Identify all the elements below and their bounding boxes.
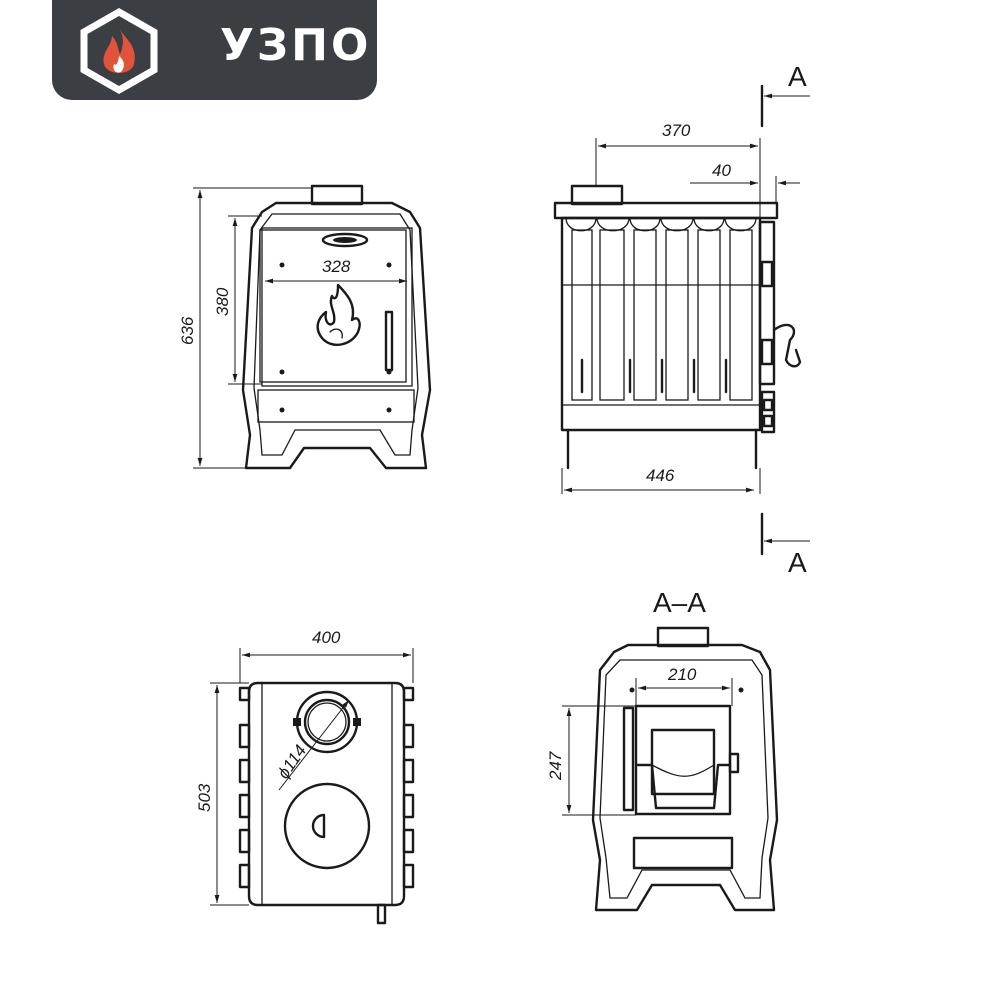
dim-side-offset: 40 <box>712 161 731 180</box>
dim-top-depth: 503 <box>195 783 214 812</box>
dim-section-width: 210 <box>667 665 697 684</box>
side-view <box>553 84 810 556</box>
brand-name: УЗПО <box>220 20 372 71</box>
dim-top-width: 400 <box>312 628 341 647</box>
section-title: A–A <box>653 587 706 618</box>
section-marker-bottom: A <box>788 547 807 578</box>
flame-hexagon-icon <box>80 7 158 95</box>
dim-flue-diameter: ϕ114 <box>274 741 311 782</box>
top-view <box>210 648 415 925</box>
section-marker-top: A <box>788 61 807 92</box>
dim-door-height: 380 <box>213 287 232 316</box>
dim-front-width: 328 <box>322 257 351 276</box>
section-view <box>562 626 779 912</box>
front-view <box>193 184 432 470</box>
dim-total-height: 636 <box>178 316 197 345</box>
logo-panel: УЗПО <box>52 0 377 100</box>
flame-icon <box>316 283 361 346</box>
dim-side-top-depth: 370 <box>662 121 691 140</box>
dim-section-height: 247 <box>546 751 565 781</box>
dim-side-base-depth: 446 <box>646 466 675 485</box>
